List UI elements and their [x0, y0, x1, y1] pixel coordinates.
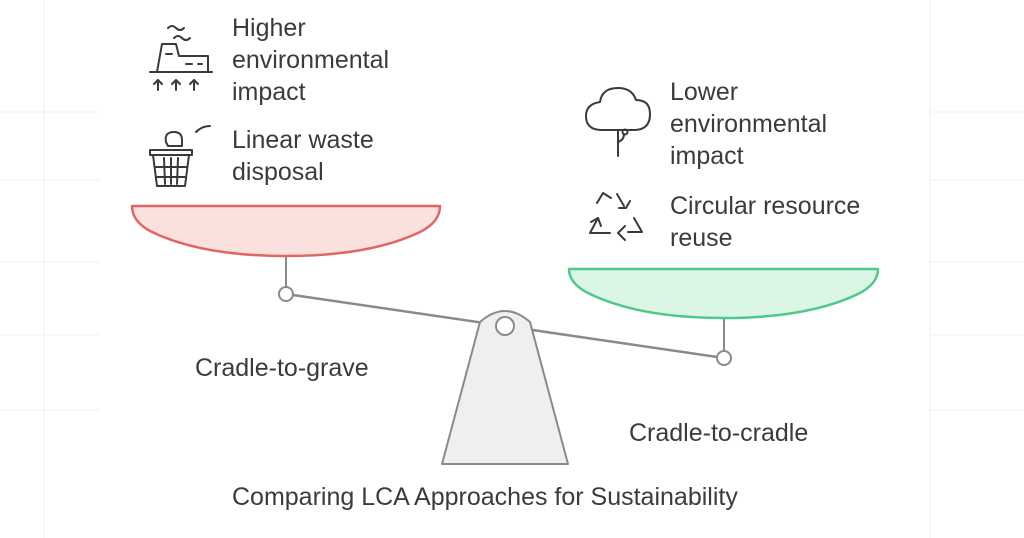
right-beam-joint — [716, 350, 732, 366]
fulcrum-pivot — [495, 316, 515, 336]
higher-impact-label: Higher environmental impact — [232, 12, 389, 108]
lower-impact-line-3: impact — [670, 142, 744, 170]
cradle-to-cradle-label: Cradle-to-cradle — [629, 419, 809, 447]
higher-impact-line-1: Higher — [232, 14, 306, 42]
linear-waste-line-1: Linear waste — [232, 126, 374, 154]
scale-fulcrum — [441, 310, 569, 465]
cradle-to-grave-label: Cradle-to-grave — [195, 354, 369, 382]
higher-impact-line-2: environmental — [232, 46, 390, 74]
lower-impact-label: Lower environmental impact — [670, 76, 827, 172]
higher-impact-line-3: impact — [232, 78, 306, 106]
factory-pollution-icon — [149, 25, 213, 91]
lower-impact-line-2: environmental — [670, 110, 828, 138]
lower-impact-line-1: Lower — [670, 78, 739, 106]
trash-bin-icon — [149, 125, 211, 187]
linear-waste-label: Linear waste disposal — [232, 124, 374, 188]
linear-waste-line-2: disposal — [232, 158, 324, 186]
diagram-title: Comparing LCA Approaches for Sustainabil… — [232, 483, 738, 511]
right-pan — [567, 267, 880, 320]
left-beam-joint — [278, 286, 294, 302]
recycle-icon — [589, 192, 643, 241]
tree-cloud-icon — [585, 87, 651, 157]
circular-reuse-label: Circular resource reuse — [670, 190, 860, 254]
left-pan — [130, 204, 442, 258]
circular-reuse-line-1: Circular resource — [670, 192, 861, 220]
circular-reuse-line-2: reuse — [670, 224, 733, 252]
